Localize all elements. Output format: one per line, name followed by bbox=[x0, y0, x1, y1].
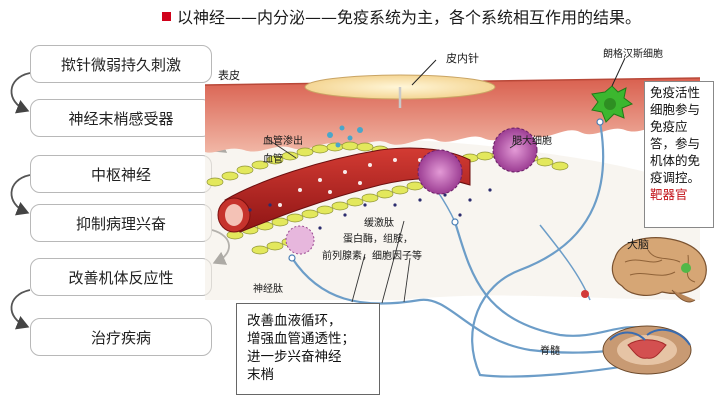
label-spinal-cord: 脊髓 bbox=[540, 346, 560, 357]
flow-step-label: 中枢神经 bbox=[90, 165, 151, 184]
blood-vessel bbox=[224, 147, 471, 233]
mast-cell bbox=[492, 127, 538, 173]
label-vascular-leak: 血管渗出 bbox=[263, 136, 303, 147]
label-bradykinin: 缓激肽 bbox=[364, 218, 394, 229]
circulation-info-box: 改善血液循环， 增强血管通透性； 进一步兴奋神经 末梢 bbox=[236, 303, 380, 395]
flow-step-nerve-receptor: 神经末梢感受器 bbox=[30, 99, 212, 137]
flow-step-needle-stimulus: 揿针微弱持久刺激 bbox=[30, 45, 212, 83]
target-organ-text: 靶器官 bbox=[650, 187, 688, 202]
circulation-line-4: 末梢 bbox=[247, 367, 274, 383]
label-mast-cell: 肥大细胞 bbox=[512, 136, 552, 147]
mast-cell bbox=[417, 149, 463, 195]
langerhans-cell bbox=[591, 85, 634, 123]
skin-illustration bbox=[204, 57, 707, 378]
flow-arrow-3 bbox=[10, 174, 31, 216]
title-text: 以神经——内分泌——免疫系统为主，各个系统相互作用的结果。 bbox=[177, 8, 642, 27]
immune-info-text: 免疫活性细胞参与免疫应答，参与机体的免疫调控。 bbox=[650, 85, 701, 185]
label-mediators-line1: 蛋白酶，组胺， bbox=[343, 234, 413, 245]
flow-arrow-5 bbox=[10, 289, 31, 330]
flow-step-label: 改善机体反应性 bbox=[68, 268, 174, 287]
circulation-line-2: 增强血管通透性； bbox=[247, 331, 355, 347]
brain-illustration bbox=[611, 237, 707, 303]
flow-step-central-nerve: 中枢神经 bbox=[30, 155, 212, 193]
flow-step-improve-reactivity: 改善机体反应性 bbox=[30, 258, 212, 296]
label-neuropeptide: 神经肽 bbox=[253, 284, 283, 295]
label-blood-vessel: 血管 bbox=[263, 154, 283, 165]
label-mediators-line2: 前列腺素，细胞因子等 bbox=[322, 251, 422, 262]
nerve-fiber bbox=[453, 221, 651, 337]
page-title: 以神经——内分泌——免疫系统为主，各个系统相互作用的结果。 bbox=[162, 4, 641, 28]
immune-info-box: 免疫活性细胞参与免疫应答，参与机体的免疫调控。靶器官 bbox=[644, 81, 714, 228]
label-brain: 大脑 bbox=[627, 238, 649, 251]
flow-step-treat-disease: 治疗疾病 bbox=[30, 318, 212, 356]
circulation-line-3: 进一步兴奋神经 bbox=[247, 349, 342, 365]
label-intradermal-needle: 皮内针 bbox=[446, 52, 479, 65]
nerve-fiber bbox=[291, 257, 651, 354]
label-langerhans-cell: 朗格汉斯细胞 bbox=[603, 49, 663, 60]
nerve-fiber bbox=[471, 121, 661, 378]
flow-step-inhibit-excitation: 抑制病理兴奋 bbox=[30, 204, 212, 242]
flow-arrow-1 bbox=[10, 72, 31, 114]
label-epidermis: 表皮 bbox=[218, 69, 240, 82]
spinal-cord-illustration bbox=[602, 325, 692, 375]
flow-step-label: 治疗疾病 bbox=[90, 328, 151, 347]
flow-step-label: 揿针微弱持久刺激 bbox=[60, 55, 181, 74]
bullet-icon bbox=[162, 12, 171, 21]
circulation-line-1: 改善血液循环， bbox=[247, 313, 342, 329]
flow-step-label: 抑制病理兴奋 bbox=[75, 214, 166, 233]
flow-step-label: 神经末梢感受器 bbox=[68, 109, 174, 128]
